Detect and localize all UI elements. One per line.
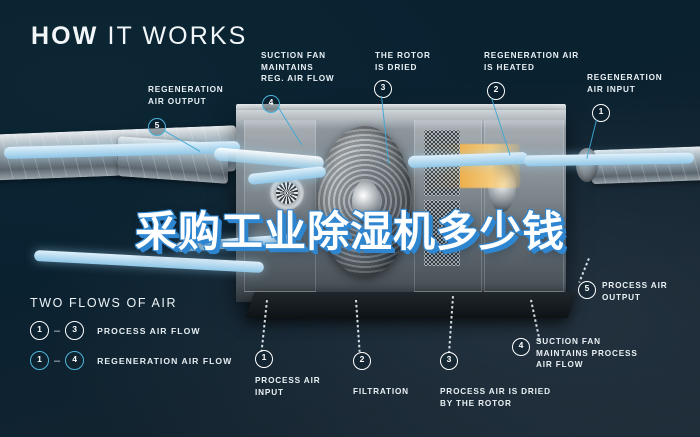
marker-2-air-heated[interactable]: 2: [487, 82, 505, 100]
callout-label: SUCTION FAN MAINTAINS REG. AIR FLOW: [261, 51, 335, 83]
callout-label: SUCTION FAN MAINTAINS PROCESS AIR FLOW: [536, 337, 638, 369]
marker-1-process-input[interactable]: 1: [255, 350, 273, 368]
callout-process-air-dried[interactable]: PROCESS AIR IS DRIED BY THE ROTOR: [440, 386, 620, 409]
callout-filtration[interactable]: FILTRATION: [353, 386, 453, 398]
marker-3-rotor-dried[interactable]: 3: [374, 80, 392, 98]
marker-5-process-output[interactable]: 5: [578, 281, 596, 299]
marker-3-process-dried[interactable]: 3: [440, 352, 458, 370]
page-title-light: IT WORKS: [107, 22, 248, 50]
legend-dash: –: [54, 354, 61, 367]
callout-label: THE ROTOR IS DRIED: [375, 51, 431, 72]
callout-label: PROCESS AIR OUTPUT: [602, 281, 668, 302]
legend-row-process-air-flow[interactable]: 1 – 3 PROCESS AIR FLOW: [30, 321, 232, 340]
callout-rotor-is-dried[interactable]: THE ROTOR IS DRIED: [375, 50, 475, 73]
legend-marker-to: 3: [65, 321, 85, 340]
marker-1-regeneration-input[interactable]: 1: [592, 104, 610, 122]
process-fan: [270, 176, 304, 210]
legend-marker-from: 1: [30, 351, 49, 370]
marker-2-filtration[interactable]: 2: [353, 352, 371, 370]
filter-mesh-lower: [424, 200, 460, 266]
rotor-hub: [352, 180, 380, 224]
marker-4-suction-fan-process[interactable]: 4: [512, 338, 530, 356]
legend-marker-from: 1: [30, 321, 49, 340]
callout-suction-fan-reg[interactable]: SUCTION FAN MAINTAINS REG. AIR FLOW: [261, 50, 373, 85]
legend-marker-to: 4: [65, 351, 85, 370]
marker-5-regeneration-output[interactable]: 5: [148, 118, 166, 136]
callout-regeneration-air-heated[interactable]: REGENERATION AIR IS HEATED: [484, 50, 604, 73]
legend-label: PROCESS AIR FLOW: [97, 325, 201, 336]
legend-dash: –: [54, 324, 61, 337]
page-title: HOW IT WORKS: [31, 24, 247, 49]
legend: TWO FLOWS OF AIR 1 – 3 PROCESS AIR FLOW …: [30, 296, 232, 370]
machine-base: [245, 292, 577, 318]
callout-label: PROCESS AIR INPUT: [255, 376, 321, 397]
callout-label: REGENERATION AIR INPUT: [587, 73, 663, 94]
legend-title: TWO FLOWS OF AIR: [30, 296, 178, 310]
marker-4-suction-fan-reg[interactable]: 4: [262, 95, 280, 113]
callout-process-air-output[interactable]: PROCESS AIR OUTPUT: [602, 280, 694, 303]
page-title-bold: HOW: [31, 22, 99, 50]
callout-label: PROCESS AIR IS DRIED BY THE ROTOR: [440, 387, 551, 408]
legend-label: REGENERATION AIR FLOW: [97, 355, 233, 366]
legend-row-regeneration-air-flow[interactable]: 1 – 4 REGENERATION AIR FLOW: [30, 351, 232, 370]
callout-label: FILTRATION: [353, 387, 409, 396]
callout-regeneration-air-input[interactable]: REGENERATION AIR INPUT: [587, 72, 691, 95]
dehumidifier-cutaway-illustration: [0, 96, 700, 346]
callout-suction-fan-process[interactable]: SUCTION FAN MAINTAINS PROCESS AIR FLOW: [536, 336, 686, 371]
overlay-headline-text: 采购工业除湿机多少钱: [134, 208, 566, 255]
callout-label: REGENERATION AIR OUTPUT: [148, 85, 224, 106]
callout-label: REGENERATION AIR IS HEATED: [484, 51, 580, 72]
callout-regeneration-air-output[interactable]: REGENERATION AIR OUTPUT: [148, 84, 268, 107]
callout-process-air-input[interactable]: PROCESS AIR INPUT: [255, 375, 363, 398]
